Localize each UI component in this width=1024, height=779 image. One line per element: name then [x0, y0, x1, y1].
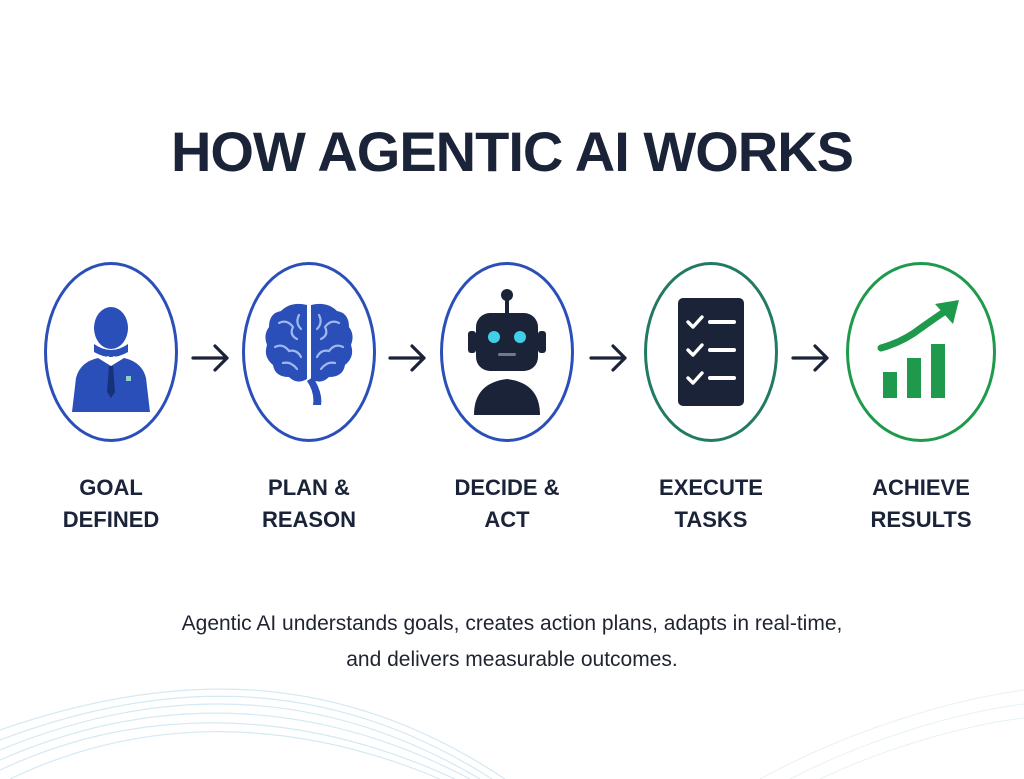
step-execute-tasks: EXECUTE TASKS [611, 262, 811, 536]
caption: Agentic AI understands goals, creates ac… [181, 612, 843, 671]
step-plan-reason: PLAN & REASON [209, 262, 409, 536]
step-label: GOAL DEFINED [62, 475, 160, 532]
step-label: ACHIEVE RESULTS [870, 475, 972, 532]
arrow-right-icon [388, 344, 426, 372]
step-circle [242, 262, 376, 442]
businessman-icon [72, 307, 150, 412]
step-achieve-results: ACHIEVE RESULTS [821, 262, 1021, 536]
step-decide-act: DECIDE & ACT [407, 262, 607, 536]
step-circle [440, 262, 574, 442]
growth-chart-icon [877, 300, 959, 398]
arrow-right-icon [791, 344, 829, 372]
step-circle [644, 262, 778, 442]
arrow-right-icon [191, 344, 229, 372]
arrow-right-icon [589, 344, 627, 372]
brain-icon [265, 303, 353, 405]
page-title: HOW AGENTIC AI WORKS [170, 120, 854, 183]
checklist-icon [678, 298, 744, 406]
step-circle [846, 262, 996, 442]
step-circle [44, 262, 178, 442]
step-goal-defined: GOAL DEFINED [11, 262, 211, 536]
robot-icon [468, 289, 546, 415]
step-label: EXECUTE TASKS [659, 475, 763, 532]
step-label: DECIDE & ACT [454, 475, 560, 532]
step-label: PLAN & REASON [261, 475, 357, 532]
